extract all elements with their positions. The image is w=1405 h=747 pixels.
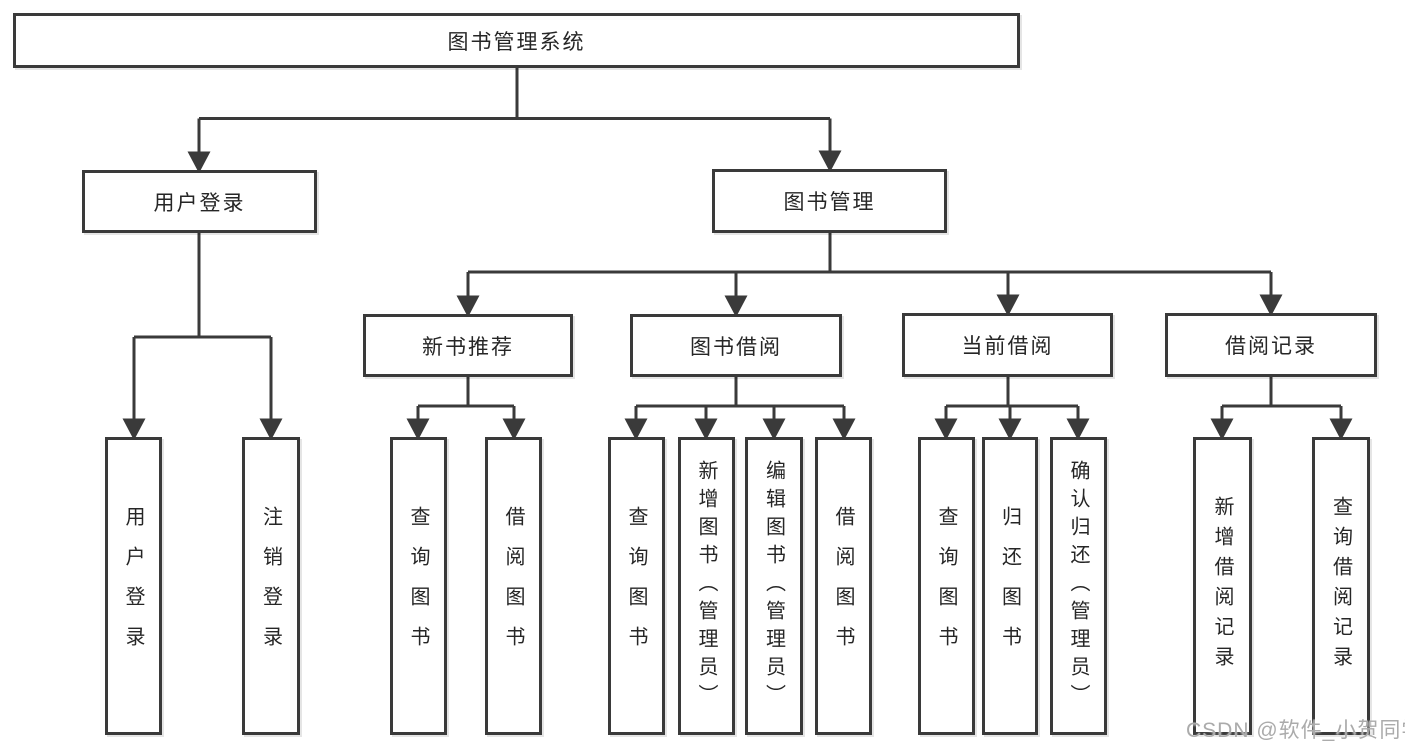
connector-borrow-records-to-leaves [1210, 377, 1353, 441]
arrow-down-icon [832, 418, 856, 441]
arrow-down-icon [406, 418, 430, 441]
node-label: 图书借阅 [690, 335, 782, 359]
arrow-down-icon [624, 418, 648, 441]
leaf-br-add-record: 新增借阅记录 [1193, 437, 1252, 735]
leaf-bb-edit-books-admin: 编辑图书（管理员） [745, 437, 803, 735]
connector-line [197, 68, 832, 157]
node-book-management: 图书管理 [712, 169, 947, 233]
leaf-label: 借阅图书 [502, 506, 524, 666]
arrow-down-icon [122, 418, 146, 441]
connector-line [944, 377, 1080, 424]
leaf-cb-return-books: 归还图书 [982, 437, 1038, 735]
leaf-label: 借阅图书 [832, 506, 854, 666]
leaf-bb-query-books: 查询图书 [608, 437, 665, 735]
leaf-user-login: 用户登录 [105, 437, 162, 735]
connector-new-book-recommend-to-leaves [406, 377, 526, 441]
arrow-down-icon [1210, 418, 1234, 441]
node-root-library-system: 图书管理系统 [13, 13, 1020, 68]
arrow-down-icon [187, 151, 211, 174]
leaf-bb-borrow-books: 借阅图书 [815, 437, 872, 735]
leaf-label: 查询图书 [407, 506, 429, 666]
leaf-cb-confirm-return-admin: 确认归还（管理员） [1050, 437, 1107, 735]
connector-line [634, 377, 846, 424]
arrow-down-icon [724, 295, 748, 318]
node-current-borrow: 当前借阅 [902, 313, 1113, 377]
arrow-down-icon [259, 418, 283, 441]
leaf-label: 注销登录 [259, 506, 282, 666]
leaf-label: 新增借阅记录 [1211, 496, 1233, 676]
connector-line [466, 233, 1273, 300]
leaf-cb-query-books: 查询图书 [918, 437, 975, 735]
node-new-book-recommend: 新书推荐 [363, 314, 573, 377]
leaf-label: 编辑图书（管理员） [762, 460, 785, 712]
connector-root-to-level2 [187, 68, 842, 174]
leaf-nb-query-books: 查询图书 [390, 437, 447, 735]
connector-line [416, 377, 516, 424]
node-book-borrow: 图书借阅 [630, 314, 842, 377]
leaf-label: 新增图书（管理员） [695, 460, 717, 712]
node-label: 用户登录 [153, 191, 246, 215]
csdn-watermark: CSDN @软件_小贺同学 [1186, 719, 1405, 742]
node-borrow-records: 借阅记录 [1165, 313, 1377, 377]
leaf-label: 查询借阅记录 [1329, 496, 1352, 676]
arrow-down-icon [1066, 418, 1090, 441]
connector-book-borrow-to-leaves [624, 377, 856, 441]
node-label: 新书推荐 [422, 335, 514, 359]
arrow-down-icon [1329, 418, 1353, 441]
connector-user-login-to-leaves [122, 233, 283, 441]
node-user-login: 用户登录 [82, 170, 317, 233]
arrow-down-icon [694, 418, 718, 441]
leaf-label: 确认归还（管理员） [1067, 460, 1089, 712]
connector-line [132, 233, 273, 423]
node-label: 图书管理 [783, 191, 876, 214]
connector-book-management-to-level3 [456, 233, 1283, 318]
arrow-down-icon [996, 294, 1020, 317]
arrow-down-icon [934, 418, 958, 441]
connector-line [1220, 377, 1343, 424]
connector-current-borrow-to-leaves [934, 377, 1090, 441]
leaf-label: 查询图书 [935, 506, 957, 666]
leaf-label: 归还图书 [998, 506, 1021, 666]
arrow-down-icon [998, 418, 1022, 441]
arrow-down-icon [818, 150, 842, 173]
leaf-nb-borrow-books: 借阅图书 [485, 437, 542, 735]
arrow-down-icon [502, 418, 526, 441]
leaf-label: 查询图书 [625, 506, 647, 666]
node-label: 借阅记录 [1225, 335, 1317, 358]
arrow-down-icon [762, 418, 786, 441]
leaf-br-query-record: 查询借阅记录 [1312, 437, 1370, 735]
leaf-logout-login: 注销登录 [242, 437, 300, 735]
arrow-down-icon [456, 295, 480, 318]
leaf-label: 用户登录 [122, 506, 144, 666]
leaf-bb-add-books-admin: 新增图书（管理员） [678, 437, 735, 735]
node-label: 当前借阅 [961, 335, 1054, 358]
arrow-down-icon [1259, 294, 1283, 317]
node-label: 图书管理系统 [447, 30, 586, 54]
